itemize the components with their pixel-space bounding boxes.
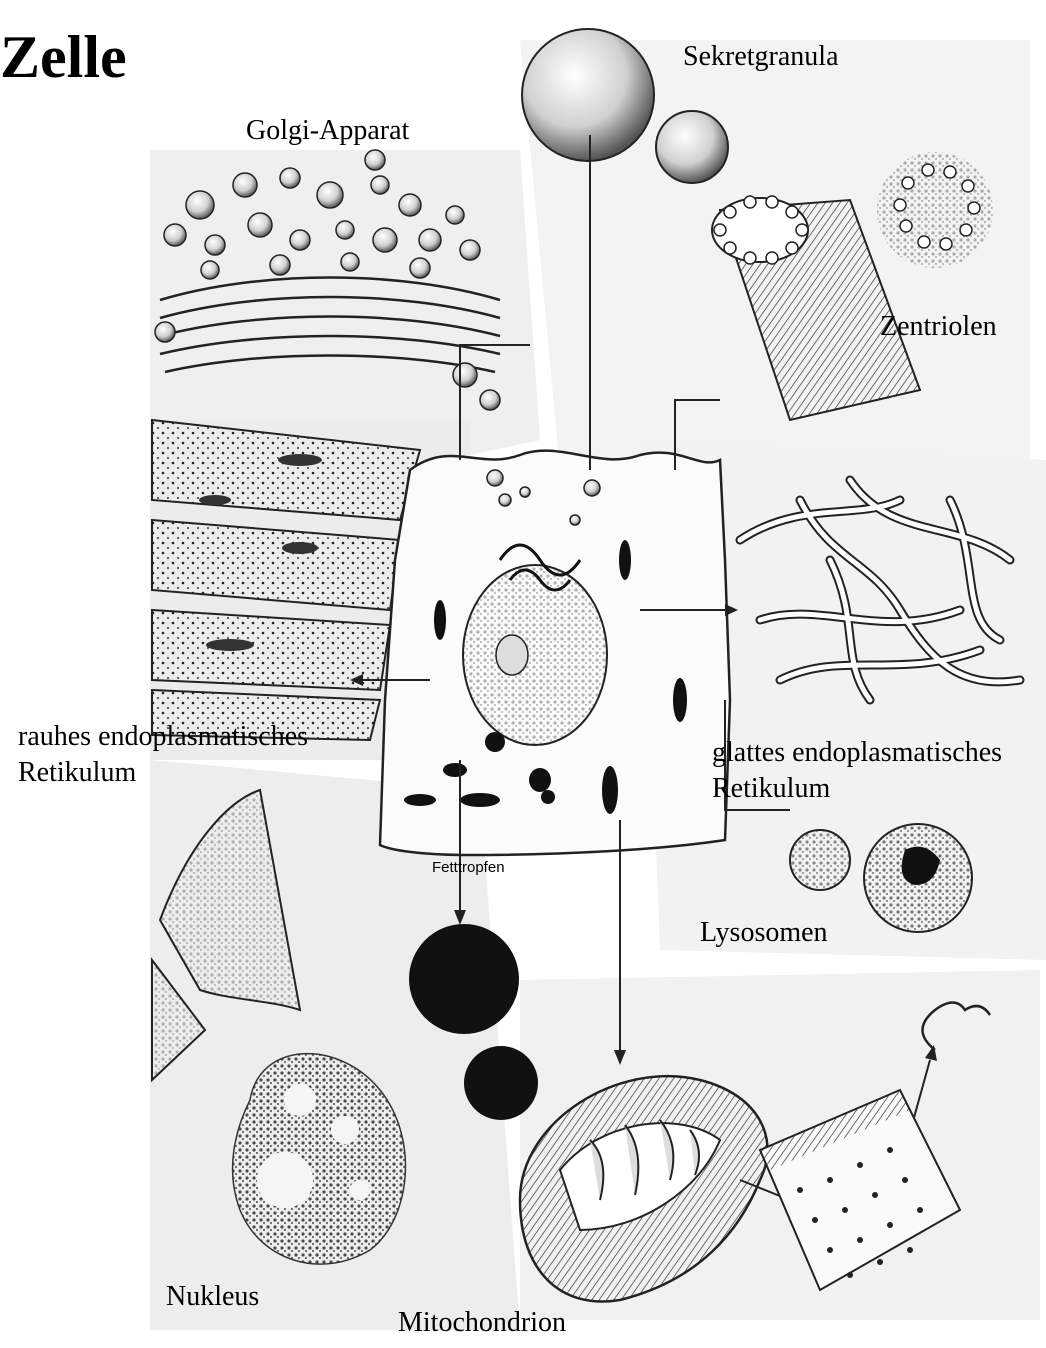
label-golgi-apparat: Golgi-Apparat [246,114,409,148]
label-fetttropfen: Fetttropfen [432,859,505,877]
label-nukleus: Nukleus [166,1280,259,1314]
label-sekretgranula: Sekretgranula [683,40,839,74]
label-rauhes-er-line1: rauhes endoplasmatisches [18,720,308,754]
label-rauhes-er-line2: Retikulum [18,756,136,790]
label-lysosomen: Lysosomen [700,916,828,950]
label-zentriolen: Zentriolen [880,310,997,344]
label-mitochondrion: Mitochondrion [398,1306,566,1340]
label-glattes-er-line2: Retikulum [712,772,830,806]
page-title: Zelle [0,22,127,92]
label-glattes-er-line1: glattes endoplasmatisches [712,736,1002,770]
central-cell-drawing [380,451,730,855]
